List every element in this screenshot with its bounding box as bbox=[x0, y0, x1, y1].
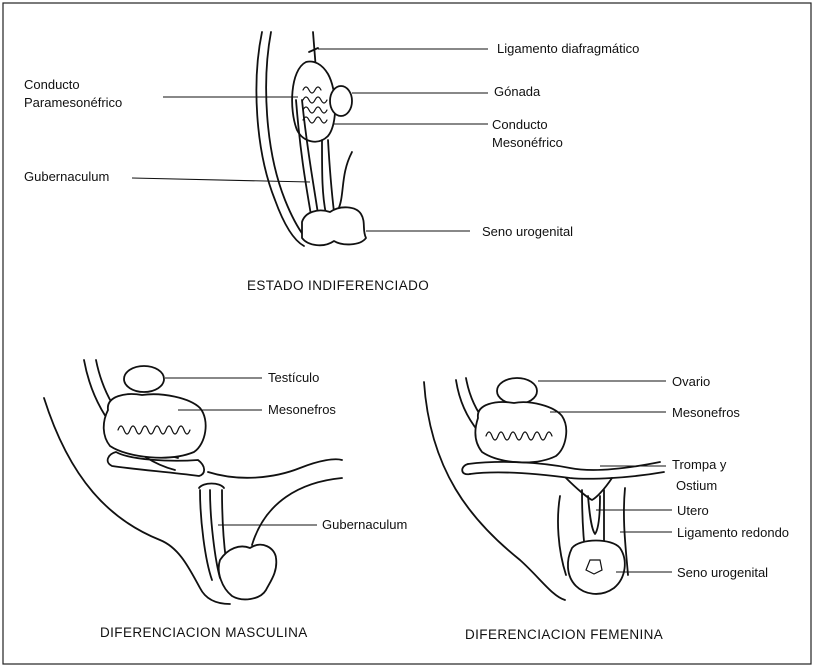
label-testis: Testículo bbox=[268, 370, 319, 385]
label-urogenital-sinus-indifferent: Seno urogenital bbox=[482, 224, 573, 239]
indifferent-stage-drawing bbox=[256, 32, 366, 246]
caption-female-differentiation: DIFERENCIACION FEMENINA bbox=[465, 627, 663, 642]
label-gubernaculum-indifferent: Gubernaculum bbox=[24, 169, 109, 184]
label-round-ligament: Ligamento redondo bbox=[677, 525, 789, 540]
label-paramesonephric-line1: Conducto bbox=[24, 77, 80, 92]
label-mesonephros-male: Mesonefros bbox=[268, 402, 336, 417]
label-tube-line1: Trompa y bbox=[672, 457, 727, 472]
label-mesonephros-female: Mesonefros bbox=[672, 405, 740, 420]
label-mesonephric-line2: Mesonéfrico bbox=[492, 135, 563, 150]
label-tube-line2: Ostium bbox=[676, 478, 717, 493]
label-diaphragmatic-ligament: Ligamento diafragmático bbox=[497, 41, 639, 56]
label-gubernaculum-male: Gubernaculum bbox=[322, 517, 407, 532]
label-ovary: Ovario bbox=[672, 374, 710, 389]
male-differentiation-drawing bbox=[44, 360, 342, 604]
label-urogenital-sinus-female: Seno urogenital bbox=[677, 565, 768, 580]
label-gonad: Gónada bbox=[494, 84, 541, 99]
label-mesonephric-line1: Conducto bbox=[492, 117, 548, 132]
caption-indifferent-stage: ESTADO INDIFERENCIADO bbox=[247, 278, 429, 293]
female-differentiation-drawing bbox=[424, 378, 664, 600]
label-paramesonephric-line2: Paramesonéfrico bbox=[24, 95, 122, 110]
label-uterus: Utero bbox=[677, 503, 709, 518]
caption-male-differentiation: DIFERENCIACION MASCULINA bbox=[100, 625, 308, 640]
